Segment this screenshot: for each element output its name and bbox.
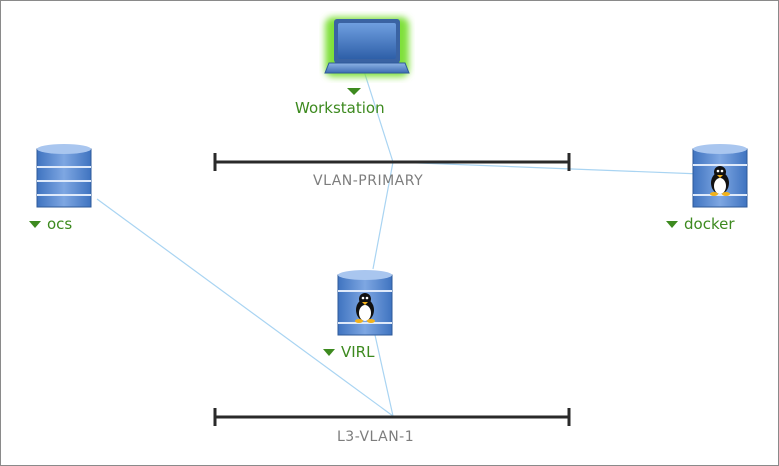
tux-icon <box>710 166 730 196</box>
workstation-laptop-icon[interactable] <box>319 11 415 83</box>
vlan-primary-label: VLAN-PRIMARY <box>313 173 424 189</box>
workstation-caret-icon[interactable] <box>347 88 361 95</box>
l3-vlan-1-label: L3-VLAN-1 <box>337 429 415 445</box>
workstation-label[interactable]: Workstation <box>295 99 385 117</box>
link-ocs-l3-vlan-1 <box>96 198 394 417</box>
link-virl-l3-vlan-1 <box>372 325 394 417</box>
docker-caret-icon[interactable] <box>666 220 678 228</box>
docker-label-group[interactable]: docker <box>666 215 735 233</box>
ocs-label[interactable]: ocs <box>47 215 73 233</box>
vlan-primary-bar[interactable] <box>211 151 575 173</box>
virl-label-group[interactable]: VIRL <box>323 343 374 361</box>
virl-linux-server-icon[interactable] <box>334 267 396 339</box>
docker-label[interactable]: docker <box>684 215 735 233</box>
ocs-label-group[interactable]: ocs <box>29 215 72 233</box>
ocs-server-icon[interactable] <box>33 141 95 211</box>
docker-linux-server-icon[interactable] <box>689 141 751 211</box>
l3-vlan-1-bar[interactable] <box>211 406 575 428</box>
link-docker-vlan-primary <box>392 161 702 175</box>
tux-icon <box>355 293 375 323</box>
link-virl-vlan-primary <box>372 161 394 270</box>
virl-label[interactable]: VIRL <box>341 343 375 361</box>
virl-caret-icon[interactable] <box>323 348 335 356</box>
ocs-caret-icon[interactable] <box>29 220 41 228</box>
